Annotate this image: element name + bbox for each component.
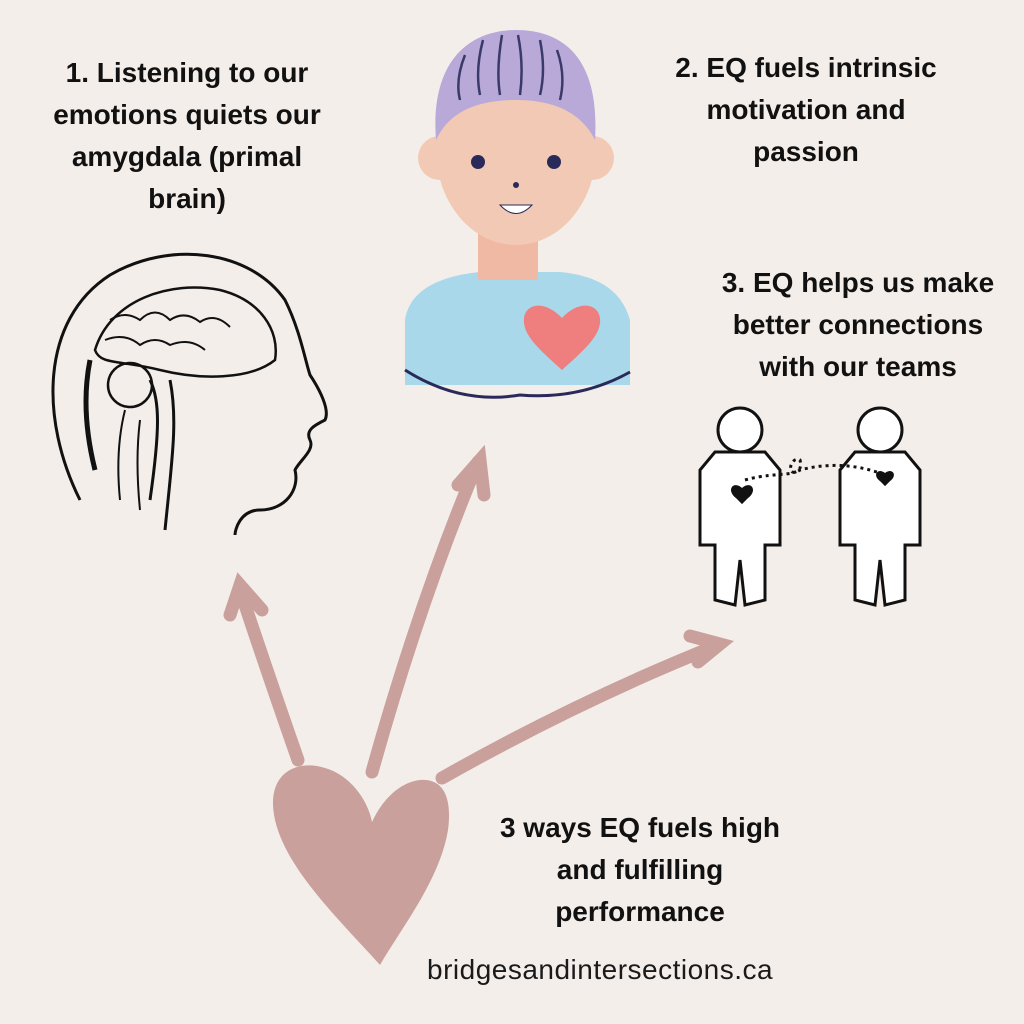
arrow-to-team-head — [683, 629, 734, 669]
website-link[interactable]: bridgesandintersections.ca — [427, 954, 774, 985]
arrow-to-team — [435, 638, 725, 785]
person-illustration — [404, 30, 631, 399]
heart-icon — [272, 765, 450, 965]
point-2-text: 2. EQ fuels intrinsic motivation and pas… — [636, 47, 976, 173]
arrow-to-brain — [233, 583, 305, 767]
point-2-line: motivation and — [706, 94, 906, 125]
point-2-line: passion — [753, 136, 859, 167]
arrow-to-person — [365, 455, 485, 779]
shirt-heart-icon — [523, 305, 601, 370]
point-1-line: 1. Listening to our — [65, 57, 309, 88]
arrow-to-person-head — [451, 444, 491, 502]
point-3-line: better connections — [732, 309, 984, 340]
point-3-line: 3. EQ helps us make — [721, 267, 995, 298]
point-1-line: amygdala (primal — [71, 141, 303, 172]
point-3-text: 3. EQ helps us make better connections w… — [690, 262, 1024, 388]
point-3-line: with our teams — [759, 351, 957, 382]
arrow-to-brain-head — [223, 572, 269, 622]
summary-line: performance — [555, 896, 725, 927]
summary-line: and fulfilling — [556, 854, 724, 885]
summary-text: 3 ways EQ fuels high and fulfilling perf… — [470, 807, 810, 933]
team-connection-icon — [698, 406, 922, 607]
brain-head-icon — [51, 252, 328, 536]
hair — [435, 30, 596, 140]
point-1-line: brain) — [148, 183, 226, 214]
point-1-text: 1. Listening to our emotions quiets our … — [27, 52, 347, 220]
summary-line: 3 ways EQ fuels high — [499, 812, 781, 843]
point-2-line: 2. EQ fuels intrinsic — [675, 52, 937, 83]
point-1-line: emotions quiets our — [53, 99, 321, 130]
